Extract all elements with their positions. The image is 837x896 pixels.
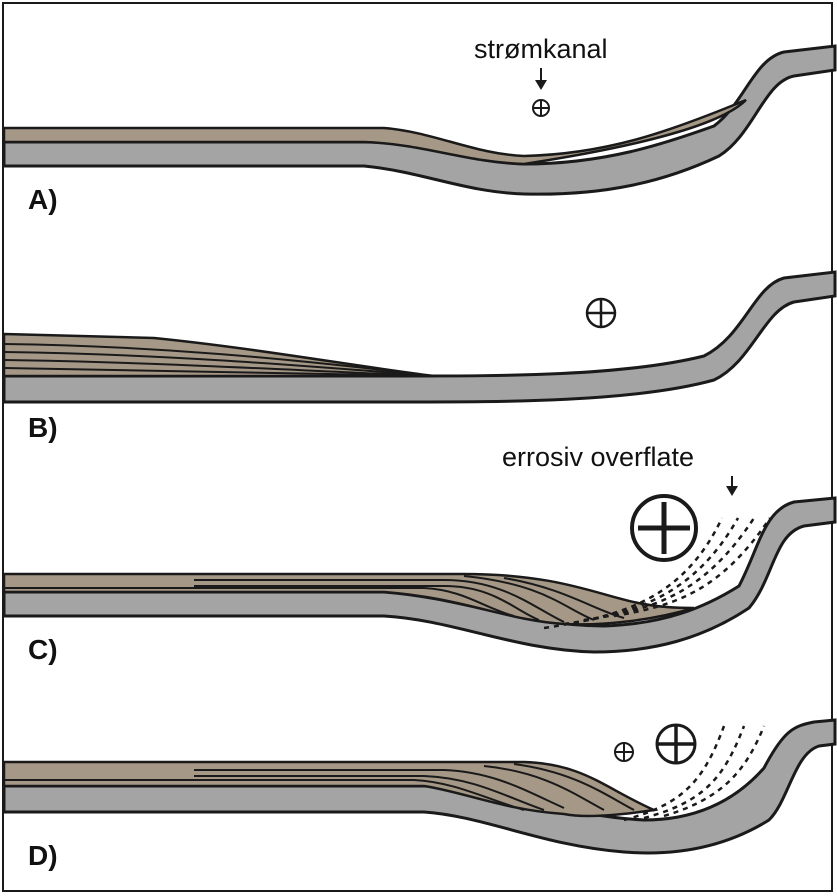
panel-a: strømkanal A) <box>4 4 835 226</box>
panel-label-d: D) <box>28 840 58 872</box>
current-symbol-small <box>533 100 549 116</box>
panel-label-a: A) <box>28 184 58 216</box>
current-symbol-medium <box>657 725 695 763</box>
panel-a-diagram <box>4 4 835 226</box>
panel-b-diagram <box>4 226 835 448</box>
panel-c: errosiv overflate C) <box>4 448 835 670</box>
panel-c-diagram <box>4 448 835 670</box>
panel-d: D) <box>4 670 835 892</box>
current-symbol-medium <box>587 299 615 327</box>
panel-b: B) <box>4 226 835 448</box>
current-symbol-small <box>615 743 633 761</box>
pointer-arrow-head <box>535 80 547 90</box>
annotation-stromkanal: strømkanal <box>474 34 608 65</box>
panel-d-diagram <box>4 670 835 892</box>
pointer-arrow-head <box>726 486 738 496</box>
panel-label-c: C) <box>28 634 58 666</box>
annotation-errosiv-overflate: errosiv overflate <box>502 442 694 473</box>
panel-label-b: B) <box>28 412 58 444</box>
current-symbol-large <box>632 496 696 560</box>
